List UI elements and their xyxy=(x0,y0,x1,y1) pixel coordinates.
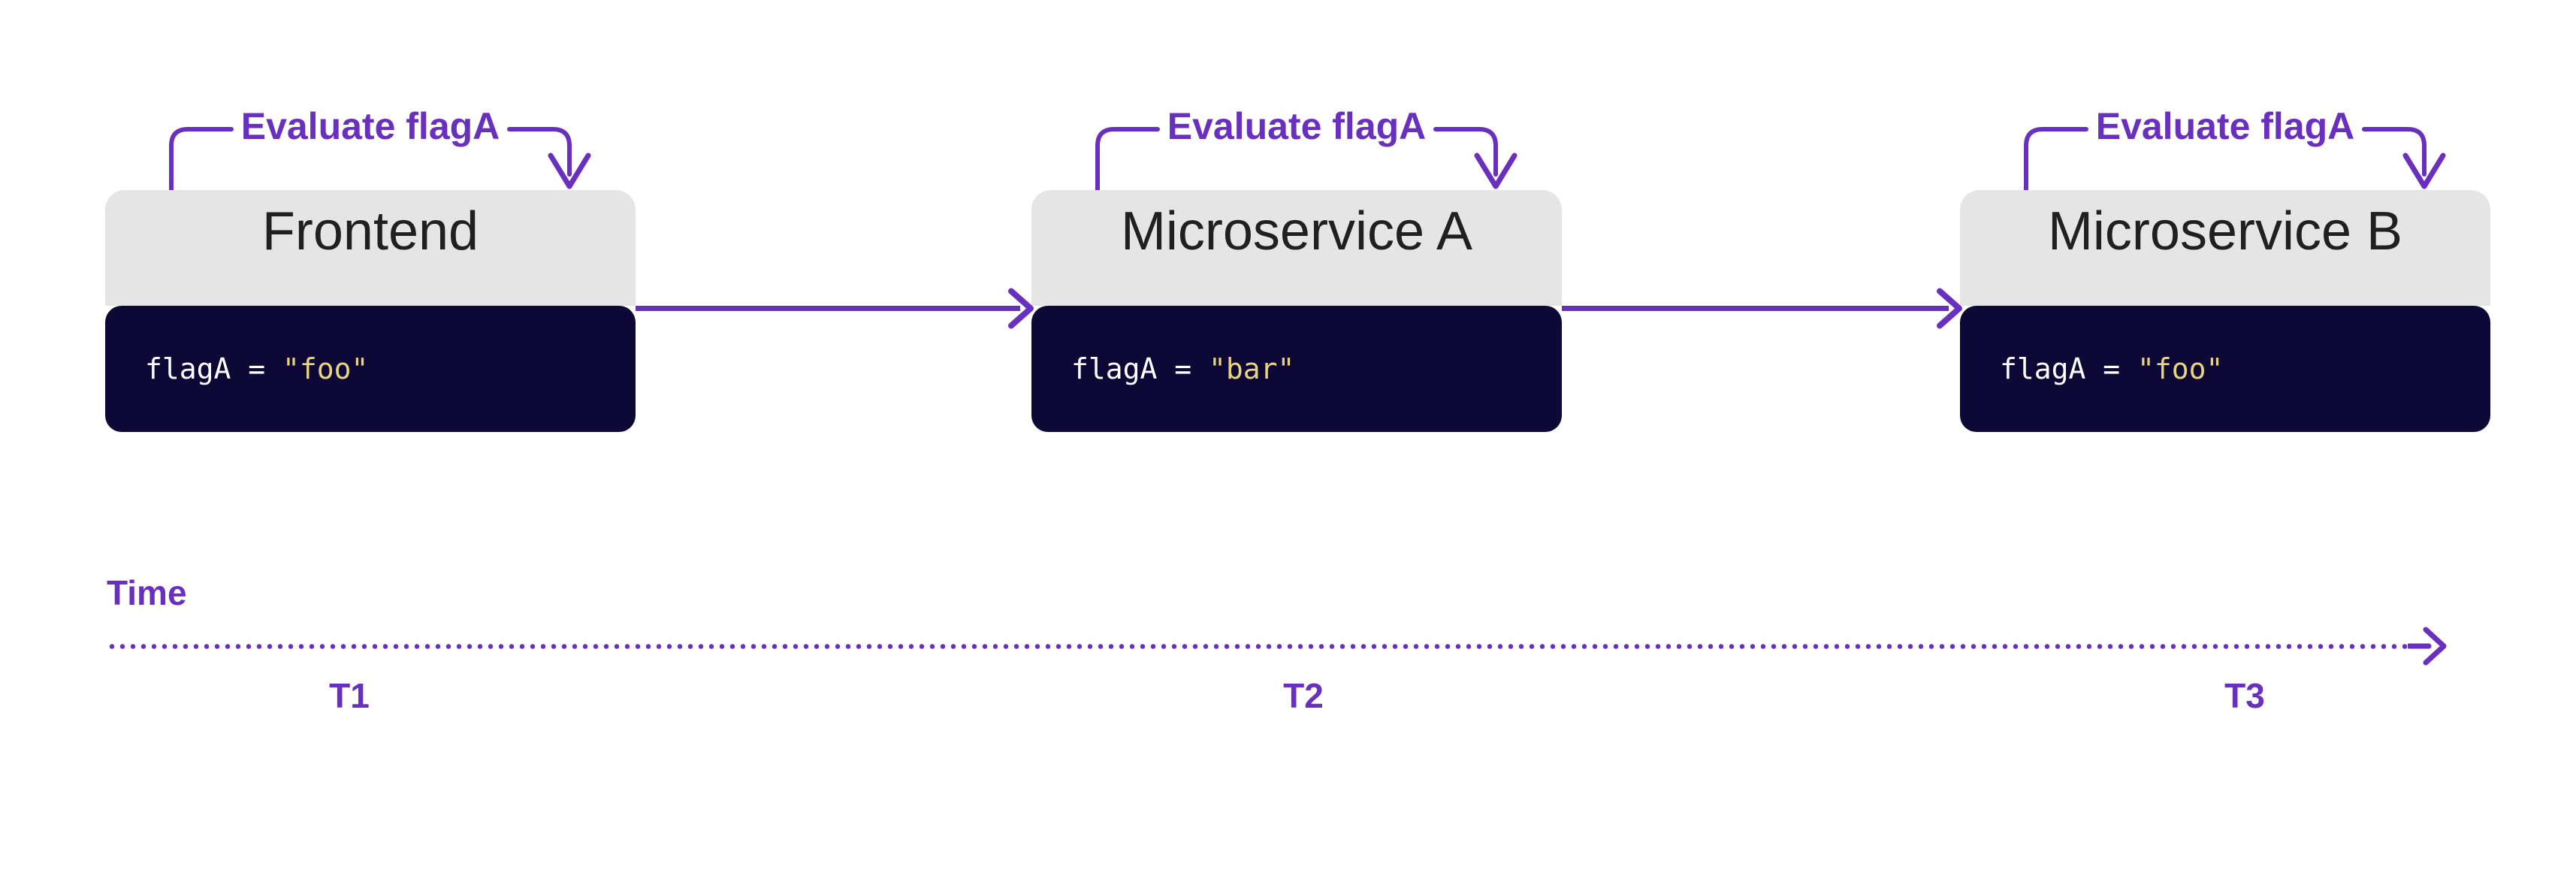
service-header: Microservice B xyxy=(1960,190,2490,306)
code-variable: flagA = xyxy=(1071,352,1209,385)
service-title: Microservice B xyxy=(2047,201,2403,261)
timeline-tick-t3: T3 xyxy=(2224,676,2265,715)
service-microservice-b: Evaluate flagA Microservice B flagA = "f… xyxy=(1960,105,2490,433)
code-line: flagA = "foo" xyxy=(105,355,368,383)
code-variable: flagA = xyxy=(2000,352,2138,385)
code-value: "foo" xyxy=(282,352,369,385)
code-block: flagA = "bar" xyxy=(1031,306,1562,432)
code-variable: flagA = xyxy=(145,352,283,385)
evaluate-bracket-down-arrow-icon xyxy=(1095,127,1518,192)
service-title: Frontend xyxy=(261,201,479,261)
timeline-dotted-line xyxy=(107,644,2411,649)
code-value: "bar" xyxy=(1209,352,1295,385)
service-title: Microservice A xyxy=(1120,201,1473,261)
code-line: flagA = "foo" xyxy=(1960,355,2223,383)
annotation-evaluate-flag: Evaluate flagA xyxy=(1167,105,1427,147)
service-microservice-a: Evaluate flagA Microservice A flagA = "b… xyxy=(1031,105,1562,433)
arrow-right-icon xyxy=(636,288,1034,329)
timeline-tick-t1: T1 xyxy=(329,676,370,715)
annotation-evaluate-flag: Evaluate flagA xyxy=(2095,105,2355,147)
arrow-down-icon xyxy=(2402,153,2446,189)
evaluate-bracket-down-arrow-icon xyxy=(2024,127,2446,192)
arrow-down-icon xyxy=(548,153,591,189)
code-line: flagA = "bar" xyxy=(1031,355,1294,383)
service-header: Microservice A xyxy=(1031,190,1562,306)
annotation-evaluate-flag: Evaluate flagA xyxy=(240,105,500,147)
code-block: flagA = "foo" xyxy=(1960,306,2490,432)
timeline-tick-t2: T2 xyxy=(1283,676,1324,715)
arrow-right-icon xyxy=(1562,288,1962,329)
code-value: "foo" xyxy=(2137,352,2224,385)
timeline-label: Time xyxy=(107,573,187,612)
timeline-arrow-right-icon xyxy=(2408,627,2447,666)
service-header: Frontend xyxy=(105,190,636,306)
code-block: flagA = "foo" xyxy=(105,306,636,432)
evaluate-bracket-down-arrow-icon xyxy=(169,127,591,192)
service-frontend: Evaluate flagA Frontend flagA = "foo" xyxy=(105,105,636,433)
arrow-down-icon xyxy=(1474,153,1518,189)
